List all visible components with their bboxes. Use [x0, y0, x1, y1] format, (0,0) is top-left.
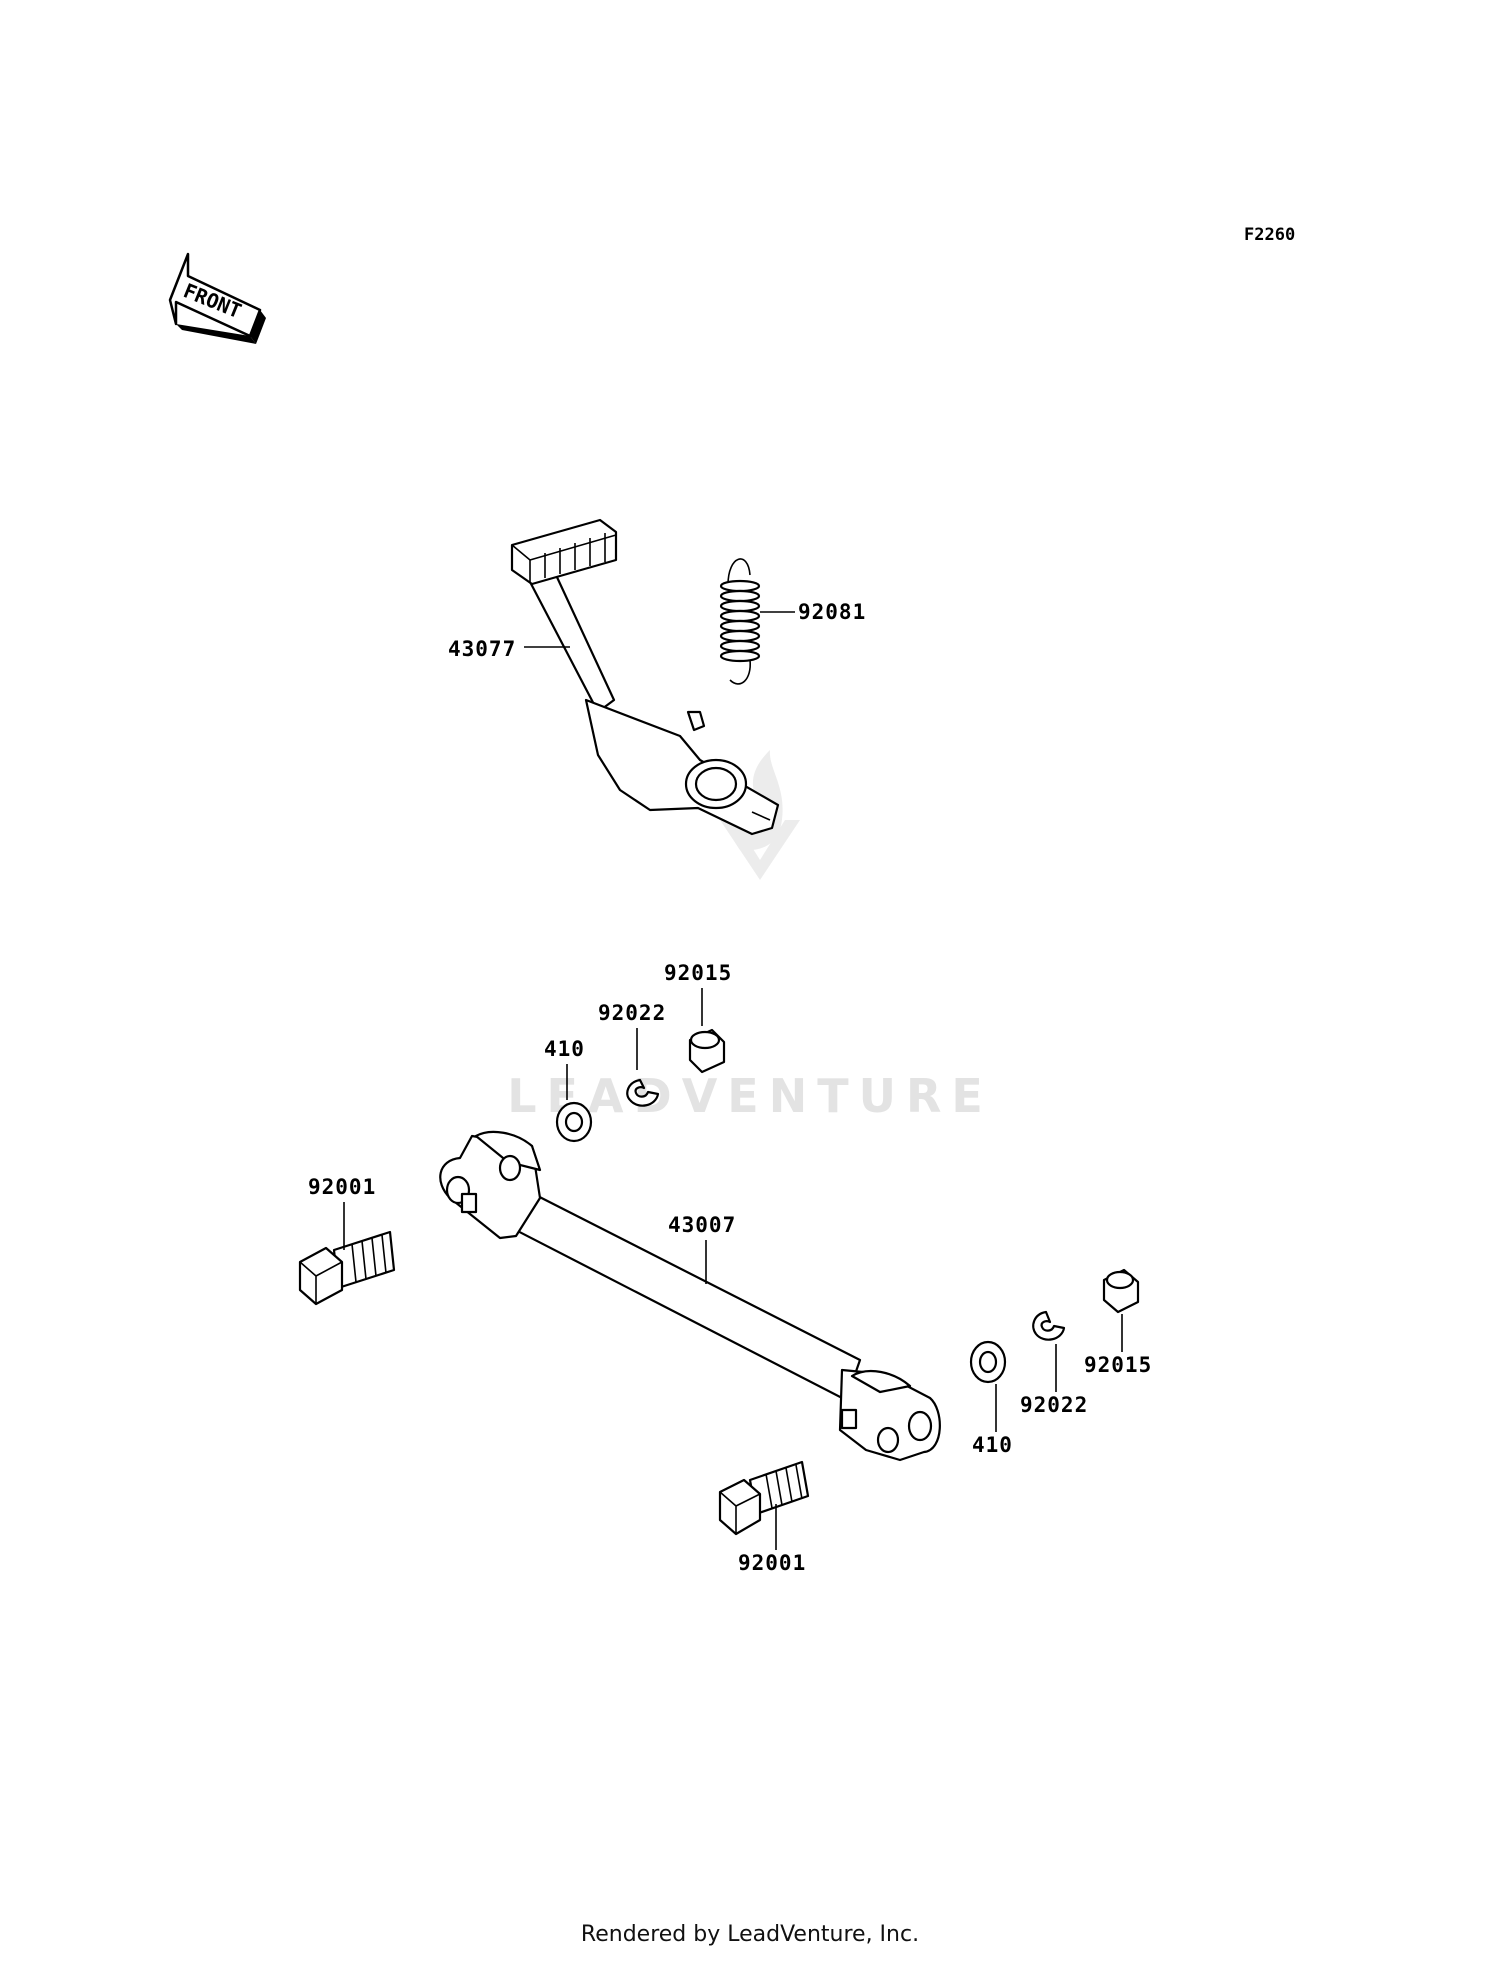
- washer-right: [969, 1340, 1007, 1384]
- label-nut-top: 92015: [664, 961, 732, 985]
- nut-top: [688, 1028, 726, 1074]
- label-bolt-bottom: 92001: [738, 1551, 806, 1575]
- label-washer-top: 410: [544, 1037, 585, 1061]
- brake-pedal: [510, 518, 780, 836]
- label-lock-washer-top: 92022: [598, 1001, 666, 1025]
- label-lock-washer-right: 92022: [1020, 1393, 1088, 1417]
- figure-code: F2260: [1244, 225, 1295, 245]
- label-nut-right: 92015: [1084, 1353, 1152, 1377]
- label-bolt-left: 92001: [308, 1175, 376, 1199]
- return-spring: [719, 558, 761, 685]
- label-rod: 43007: [668, 1213, 736, 1237]
- footer-credit: Rendered by LeadVenture, Inc.: [580, 1922, 920, 1947]
- bolt-bottom: [718, 1460, 810, 1536]
- label-return-spring: 92081: [798, 600, 866, 624]
- washer-top: [555, 1101, 593, 1143]
- lock-washer-right: [1032, 1310, 1066, 1341]
- front-arrow-icon: FRONT: [168, 252, 266, 344]
- label-brake-pedal: 43077: [448, 637, 516, 661]
- nut-right: [1102, 1268, 1140, 1314]
- label-washer-right: 410: [972, 1433, 1013, 1457]
- brake-rod: [439, 1130, 941, 1462]
- bolt-left: [298, 1230, 396, 1306]
- lock-washer-top: [626, 1078, 660, 1107]
